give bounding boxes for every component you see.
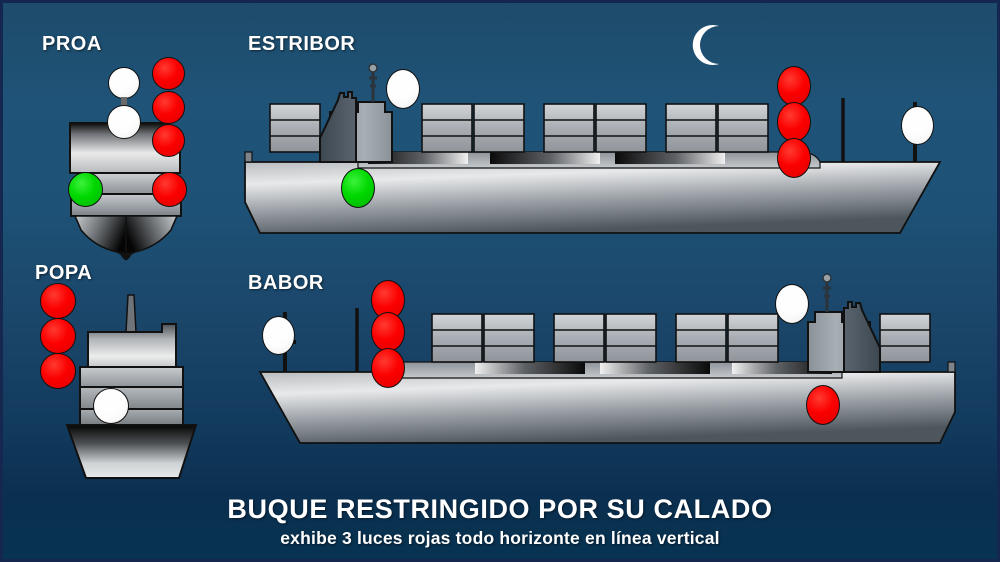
stern-all-round-red-light-lower (40, 353, 76, 389)
view-label-estribor: ESTRIBOR (248, 33, 356, 55)
port-stern-light (262, 316, 295, 355)
port-view-ship (240, 273, 960, 470)
bow-all-round-red-light-upper (152, 57, 185, 90)
bow-masthead-light-aft (107, 105, 141, 139)
starboard-all-round-red-light-middle (777, 102, 811, 142)
stern-all-round-red-light-upper (40, 283, 76, 319)
bow-all-round-red-light-middle (152, 91, 185, 124)
bow-port-sidelight (68, 172, 103, 207)
caption-title: BUQUE RESTRINGIDO POR SU CALADO (227, 494, 773, 524)
port-all-round-red-light-lower (371, 348, 405, 388)
bow-masthead-mast (121, 97, 127, 107)
starboard-view-ship (240, 63, 960, 260)
port-sidelight-red (806, 385, 840, 425)
starboard-sidelight-green (341, 168, 375, 208)
bow-masthead-light-forward (108, 67, 140, 99)
port-all-round-red-light-middle (371, 312, 405, 352)
crescent-moon-icon (686, 22, 732, 68)
view-label-popa: POPA (35, 262, 93, 284)
bow-all-round-red-light-lower (152, 124, 185, 157)
caption-subtitle: exhibe 3 luces rojas todo horizonte en l… (280, 528, 720, 548)
starboard-masthead-light-forward (386, 69, 420, 109)
view-label-babor: BABOR (248, 272, 324, 294)
starboard-all-round-red-light-lower (777, 138, 811, 178)
bow-starboard-sidelight (152, 172, 187, 207)
stern-light-white (93, 388, 129, 424)
view-label-proa: PROA (42, 33, 102, 55)
starboard-stern-light (901, 106, 934, 145)
stern-all-round-red-light-middle (40, 318, 76, 354)
stern-view-ship (55, 290, 230, 485)
port-masthead-light-forward (775, 284, 809, 324)
starboard-all-round-red-light-upper (777, 66, 811, 106)
